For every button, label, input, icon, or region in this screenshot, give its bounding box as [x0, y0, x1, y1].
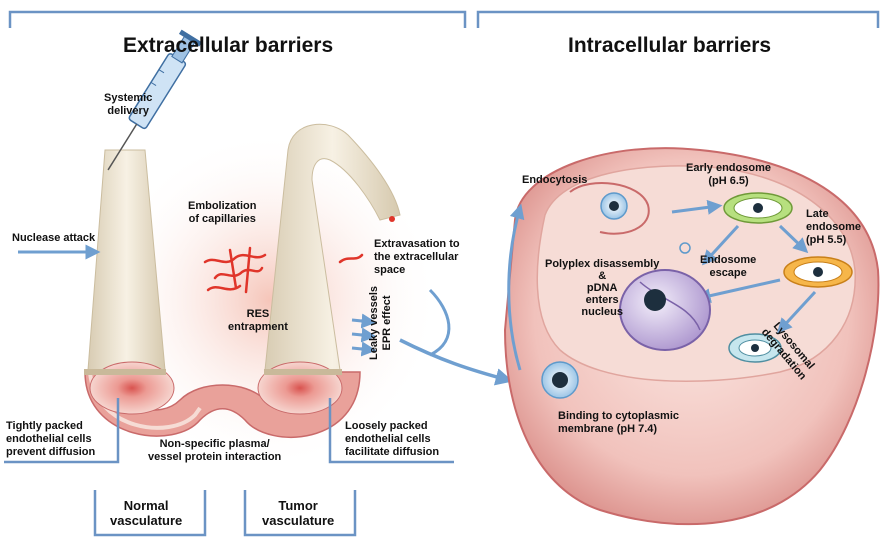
label-tightly-packed: Tightly packed endothelial cells prevent… — [6, 420, 95, 459]
label-endocytosis: Endocytosis — [522, 174, 587, 187]
label-polyplex-disassembly: Polyplex disassembly & pDNA enters nucle… — [545, 258, 659, 318]
intracellular-title: Intracellular barriers — [568, 34, 771, 58]
label-systemic-delivery: Systemic delivery — [104, 92, 152, 118]
label-binding-membrane: Binding to cytoplasmic membrane (pH 7.4) — [558, 410, 679, 436]
label-non-specific: Non-specific plasma/ vessel protein inte… — [148, 438, 281, 464]
label-nuclease-attack: Nuclease attack — [12, 232, 95, 245]
label-res-entrapment: RES entrapment — [228, 308, 288, 334]
label-late-endosome: Late endosome (pH 5.5) — [806, 208, 861, 247]
label-loosely-packed: Loosely packed endothelial cells facilit… — [345, 420, 439, 459]
label-tumor-vasculature: Tumor vasculature — [262, 498, 334, 528]
label-extravasation: Extravasation to the extracellular space — [374, 238, 460, 277]
label-embolization: Embolization of capillaries — [188, 200, 256, 226]
label-leaky-vessels: Leaky vessels EPR effect — [368, 286, 394, 360]
extracellular-title: Extracellular barriers — [123, 34, 333, 58]
label-endosome-escape: Endosome escape — [700, 254, 756, 280]
label-early-endosome: Early endosome (pH 6.5) — [686, 162, 771, 188]
label-normal-vasculature: Normal vasculature — [110, 498, 182, 528]
